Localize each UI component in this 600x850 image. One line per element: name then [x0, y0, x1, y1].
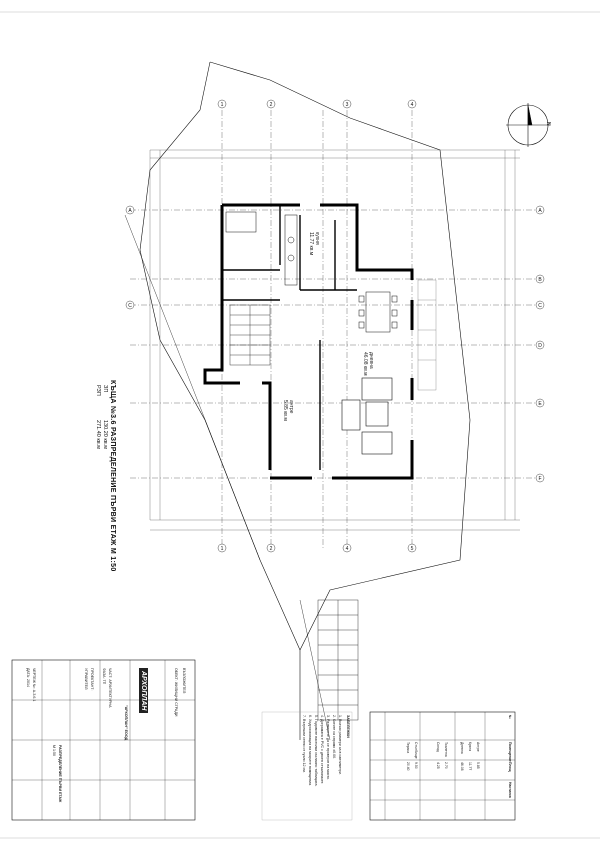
grid-col-2: 2	[266, 99, 276, 109]
firm-logo: АРХОПЛАН	[139, 668, 148, 714]
schedule-header-area: Площ	[508, 762, 512, 772]
title-block-line-10: ДАТА: 2014	[26, 668, 30, 688]
svg-text:B: B	[538, 277, 542, 283]
room-label-kitchen: кухня	[314, 232, 320, 245]
note-item-3: 3. Размерите да се проверят на място.	[326, 715, 330, 781]
title-block-line-8: М 1:50	[52, 745, 56, 756]
title-block-line-4: ФАЗА: ТП	[102, 668, 106, 685]
note-item-6: 6. Хидроизолация на мокрите помещения.	[308, 715, 312, 787]
firm-name: "АРХОПЛАН" ЕООД	[124, 705, 128, 741]
grid-row-f-right: F	[535, 473, 545, 483]
schedule-row-1: Антре	[476, 742, 480, 752]
grid-col-5: 1	[217, 543, 227, 553]
svg-text:C: C	[538, 303, 542, 309]
svg-text:A: A	[128, 208, 132, 214]
title-block-line-5: ПРОЕКТАНТ:	[90, 668, 94, 691]
schedule-row-5-area: 4.25	[436, 762, 440, 769]
grid-row-c-left: C	[125, 300, 135, 310]
schedule-header-finish: Настилка	[508, 782, 512, 798]
note-item-1: 1. Всички размери са в сантиметри.	[338, 715, 342, 775]
grid-row-e-right: E	[535, 398, 545, 408]
grid-col-1: 1	[217, 99, 227, 109]
note-item-7: 7. Вътрешни стени от тухли 12 см.	[302, 715, 306, 773]
title-block-line-7: РАЗПРЕДЕЛЕНИЕ ПЪРВИ ЕТАЖ	[58, 745, 62, 803]
schedule-row-5: Склад	[436, 742, 440, 752]
schedule-row-6: Стълбище	[414, 742, 418, 759]
grid-row-a-left: A	[125, 205, 135, 215]
grid-col-4: 4	[407, 99, 417, 109]
note-item-4: 4. Дограмата е PVC с двоен стъклопакет.	[320, 715, 324, 785]
schedule-row-2: Кухня	[468, 742, 472, 752]
svg-text:E: E	[538, 401, 542, 407]
grid-row-d-right: D	[535, 340, 545, 350]
note-item-5: 5. Подовите настилки съгласно таблицата.	[314, 715, 318, 787]
room-label-living: дневна	[368, 352, 374, 369]
schedule-header-no: №	[508, 715, 512, 719]
room-label-entry: антре	[288, 400, 294, 414]
grid-col-8: 5	[407, 543, 417, 553]
grid-col-3: 3	[342, 99, 352, 109]
title-block-line-2: ОБЕКТ: ЖИЛИЩНИ СГРАДИ	[174, 668, 178, 717]
note-item-2: 2. Котите са спрямо ±0.00.	[332, 715, 336, 760]
schedule-row-7-area: 20.40	[406, 762, 410, 771]
title-block-line-3: ЧАСТ: АРХИТЕКТУРНА	[108, 668, 112, 708]
title-block-line-9: ЧЕРТЕЖ №: А-3.6.1	[32, 668, 36, 702]
north-arrow-label: N	[545, 122, 551, 126]
room-area-kitchen: 11.77 кв.м	[308, 232, 314, 256]
svg-text:1: 1	[221, 102, 224, 108]
sheet-title: КЪЩА №3.6 РАЗПРЕДЕЛЕНИЕ ПЪРВИ ЕТАЖ М 1:5…	[109, 380, 116, 572]
schedule-row-1-area: 5.85	[476, 762, 480, 769]
svg-text:2: 2	[270, 102, 273, 108]
area-label-rzp: РЗП	[95, 385, 101, 396]
grid-row-a-right: A	[535, 205, 545, 215]
grid-col-7: 4	[342, 543, 352, 553]
grid-row-c-right: C	[535, 300, 545, 310]
svg-text:D: D	[538, 343, 542, 349]
title-block-line-1: ВЪЗЛОЖИТЕЛ:	[182, 668, 186, 695]
svg-text:A: A	[538, 208, 542, 214]
room-area-living: 46.08 кв.м	[362, 352, 368, 376]
schedule-row-4: Тоалетна	[444, 742, 448, 757]
schedule-row-3-area: 46.08	[460, 762, 464, 771]
schedule-row-4-area: 2.70	[444, 762, 448, 769]
schedule-row-2-area: 11.77	[468, 762, 472, 771]
grid-col-6: 2	[266, 543, 276, 553]
notes-heading: ЗАБЕЛЕЖКИ	[346, 715, 350, 738]
svg-text:4: 4	[411, 102, 414, 108]
svg-text:1: 1	[221, 546, 224, 552]
svg-text:5: 5	[411, 546, 414, 552]
svg-text:C: C	[128, 303, 132, 309]
schedule-row-3: Дневна	[460, 742, 464, 754]
room-area-entry: 5.85 кв.м	[282, 400, 288, 421]
schedule-row-7: Тераса	[406, 742, 410, 754]
schedule-row-6-area: 9.50	[414, 762, 418, 769]
grid-row-b-right: B	[535, 274, 545, 284]
area-label-zp: ЗП	[102, 385, 108, 393]
schedule-header-room: Помещение	[508, 742, 512, 762]
area-value-rzp: 271.40 кв.м	[95, 420, 101, 449]
svg-text:F: F	[538, 476, 541, 482]
svg-text:3: 3	[346, 102, 349, 108]
title-block-line-6: УПРАВИТЕЛ:	[84, 668, 88, 691]
svg-text:4: 4	[346, 546, 349, 552]
area-value-zp: 130.20 кв.м	[102, 420, 108, 449]
svg-text:2: 2	[270, 546, 273, 552]
